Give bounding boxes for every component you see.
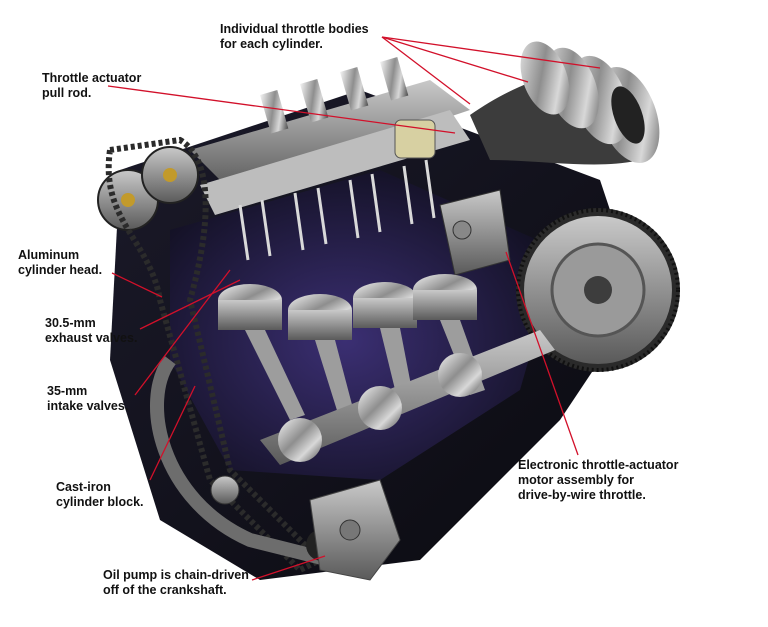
label-line: Oil pump is chain-driven <box>103 568 249 582</box>
label-actuator-motor: Electronic throttle-actuator motor assem… <box>518 458 678 503</box>
leader-throttle-bodies-2 <box>381 36 529 83</box>
label-line: 35-mm <box>47 384 88 398</box>
leader-actuator-rod <box>107 85 456 134</box>
leader-cylinder-block <box>149 385 196 481</box>
valve-train <box>238 159 436 261</box>
label-line: drive-by-wire throttle. <box>518 488 646 502</box>
label-oil-pump: Oil pump is chain-driven off of the cran… <box>103 568 249 598</box>
label-line: Cast-iron <box>56 480 111 494</box>
label-line: intake valves. <box>47 399 129 413</box>
label-line: Aluminum <box>18 248 80 262</box>
flywheel <box>516 208 680 372</box>
label-line: for each cylinder. <box>220 37 323 51</box>
label-line: cylinder block. <box>56 495 144 509</box>
label-cylinder-block: Cast-iron cylinder block. <box>56 480 144 510</box>
leader-oil-pump <box>251 555 326 581</box>
leader-lines <box>107 36 601 581</box>
leader-throttle-bodies-1 <box>381 36 471 105</box>
label-line: Throttle actuator <box>42 71 142 85</box>
throttle-actuator-motor <box>394 119 511 276</box>
label-intake-valves: 35-mm intake valves. <box>47 384 128 414</box>
leader-cylinder-head <box>111 272 163 298</box>
label-cylinder-head: Aluminum cylinder head. <box>18 248 102 278</box>
label-line: Electronic throttle-actuator <box>518 458 679 472</box>
label-line: 30.5-mm <box>45 316 96 330</box>
label-line: cylinder head. <box>18 263 103 277</box>
leader-actuator-motor <box>505 251 579 456</box>
label-line: off of the crankshaft. <box>103 583 227 597</box>
label-actuator-rod: Throttle actuator pull rod. <box>42 71 141 101</box>
label-exhaust-valves: 30.5-mm exhaust valves. <box>45 316 137 346</box>
leader-throttle-bodies-3 <box>381 36 601 69</box>
label-line: motor assembly for <box>518 473 635 487</box>
crankshaft <box>245 320 555 465</box>
leader-exhaust-valves <box>139 279 241 330</box>
label-line: exhaust valves. <box>45 331 138 345</box>
label-line: Individual throttle bodies <box>220 22 369 36</box>
throttle-bodies <box>470 41 660 165</box>
label-throttle-bodies: Individual throttle bodies for each cyli… <box>220 22 369 52</box>
pistons <box>218 274 477 340</box>
label-line: pull rod. <box>42 86 92 100</box>
leader-intake-valves <box>134 269 231 396</box>
